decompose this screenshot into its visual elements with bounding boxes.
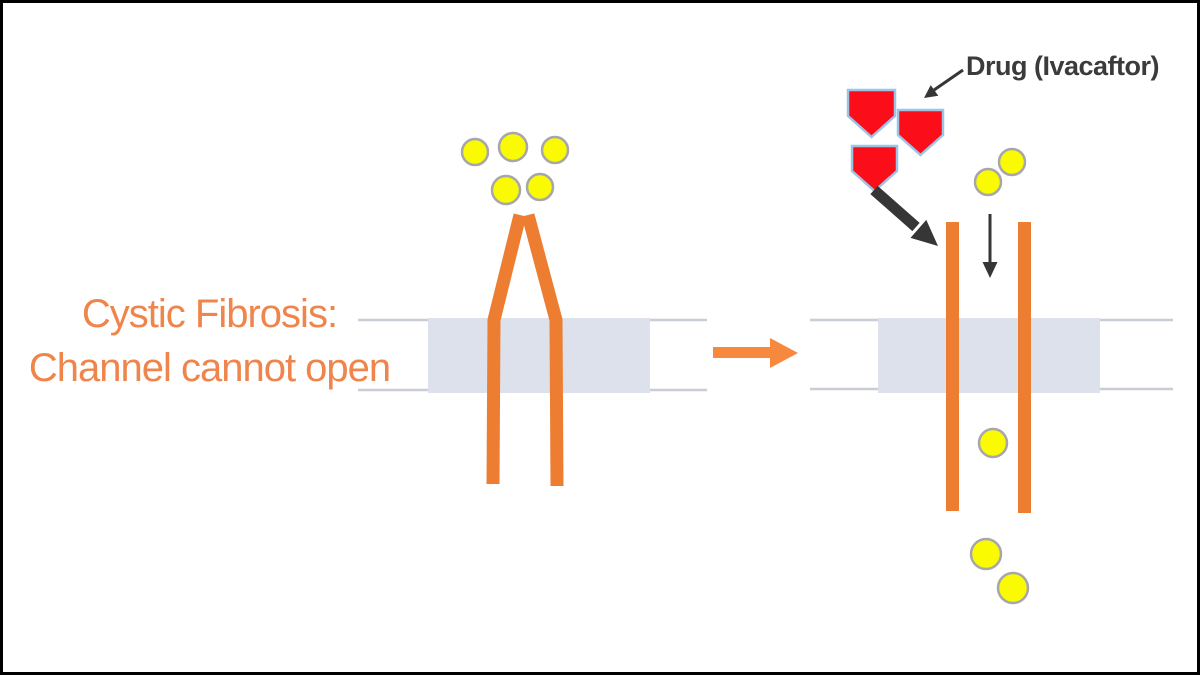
- blocked-ions: [460, 131, 570, 206]
- closed-channel-left-wall: [486, 213, 527, 485]
- left-membrane: [358, 318, 707, 393]
- ion-flow-arrow: [982, 214, 998, 278]
- drug-molecule: [850, 144, 899, 193]
- closed-channel: [486, 213, 564, 487]
- right-membrane: [810, 318, 1173, 393]
- drug-molecule: [896, 108, 945, 157]
- transition-arrow: [713, 338, 798, 368]
- drug-pointer-arrowhead: [924, 85, 939, 98]
- membrane-band: [878, 318, 1100, 393]
- closed-channel-right-wall: [521, 213, 564, 487]
- ion: [969, 537, 1003, 571]
- open-channel-right-wall: [1018, 222, 1031, 513]
- cftr-channel-diagram: [358, 68, 1173, 605]
- ions-passing-through: [969, 427, 1030, 605]
- open-channel-left-wall: [946, 222, 959, 511]
- drug-binding-line: [870, 185, 920, 232]
- membrane-band: [428, 318, 650, 393]
- drug-molecule: [846, 88, 897, 139]
- ions-above-channel: [973, 147, 1027, 197]
- drug-label: Drug (Ivacaftor): [966, 51, 1160, 81]
- drug-molecules: [846, 88, 945, 193]
- ion: [497, 131, 529, 163]
- drug-binding-arrowhead: [910, 219, 938, 246]
- open-channel: [946, 222, 1031, 513]
- left-caption: Cystic Fibrosis: Channel cannot open: [17, 287, 402, 395]
- drug-pointer-arrow: [924, 68, 964, 98]
- ion: [490, 174, 522, 206]
- drug-pointer-line: [933, 68, 964, 92]
- ion: [460, 137, 490, 167]
- caption-line-1: Cystic Fibrosis:: [81, 292, 338, 336]
- ion: [525, 172, 555, 202]
- ion: [997, 147, 1027, 177]
- drug-binding-arrow: [870, 185, 938, 246]
- caption-line-2: Channel cannot open: [28, 346, 391, 390]
- ion: [996, 571, 1030, 605]
- ion: [973, 167, 1003, 197]
- ion-flow-arrowhead: [982, 262, 998, 278]
- ion: [540, 135, 570, 165]
- ion: [977, 427, 1009, 459]
